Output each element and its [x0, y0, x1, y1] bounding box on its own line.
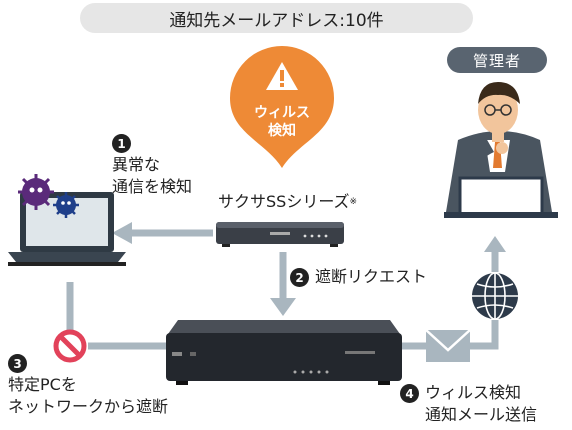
appliance-label: サクサSSシリーズ※	[218, 191, 357, 213]
step-4-line1: ウィルス検知	[425, 383, 522, 402]
step-3: 3 特定PCを ネットワークから遮断	[8, 352, 168, 418]
virus-alert-text: ウィルス 検知	[240, 104, 324, 140]
appliance-note-mark: ※	[349, 197, 358, 207]
step-3-number: 3	[8, 354, 27, 373]
step-3-line1: 特定PCを	[8, 375, 77, 394]
virus-alert-line2: 検知	[268, 123, 296, 139]
step-2: 2 遮断リクエスト	[290, 266, 427, 288]
step-3-line2: ネットワークから遮断	[8, 397, 169, 416]
router-device	[166, 320, 402, 385]
banner-text: 通知先メールアドレス:10件	[169, 10, 384, 31]
step-2-number: 2	[290, 268, 309, 287]
administrator-illustration	[444, 82, 558, 218]
arrow-to-admin	[484, 236, 506, 252]
virus-alert-pin	[230, 46, 334, 168]
infected-laptop	[8, 192, 126, 266]
step-4: 4 ウィルス検知 通知メール送信	[400, 382, 537, 426]
step-4-line2: 通知メール送信	[425, 405, 538, 424]
saxa-ss-appliance	[216, 222, 344, 247]
block-icon	[53, 329, 87, 363]
virus-alert-line1: ウィルス	[254, 105, 310, 121]
step-1: 1 異常な 通信を検知	[112, 132, 192, 198]
arrow-to-router	[270, 298, 296, 316]
mail-icon	[425, 329, 471, 362]
admin-laptop	[458, 176, 544, 216]
mail-to-globe-line	[470, 320, 499, 350]
step-1-line2: 通信を検知	[112, 177, 193, 196]
admin-hand	[496, 142, 508, 154]
appliance-name: サクサSSシリーズ	[218, 192, 350, 211]
step-1-line1: 異常な	[112, 155, 161, 174]
admin-label: 管理者	[472, 51, 521, 70]
step-1-number: 1	[112, 134, 131, 153]
virus-icon-purple	[18, 174, 54, 210]
arrow-to-laptop	[112, 222, 132, 244]
step-2-line1: 遮断リクエスト	[315, 267, 428, 286]
notification-recipients-banner: 通知先メールアドレス:10件	[80, 3, 473, 33]
administrator-badge: 管理者	[447, 47, 547, 73]
globe-icon	[472, 272, 518, 320]
step-4-number: 4	[400, 384, 419, 403]
virus-icon-blue	[53, 192, 79, 218]
admin-hair	[478, 82, 520, 104]
